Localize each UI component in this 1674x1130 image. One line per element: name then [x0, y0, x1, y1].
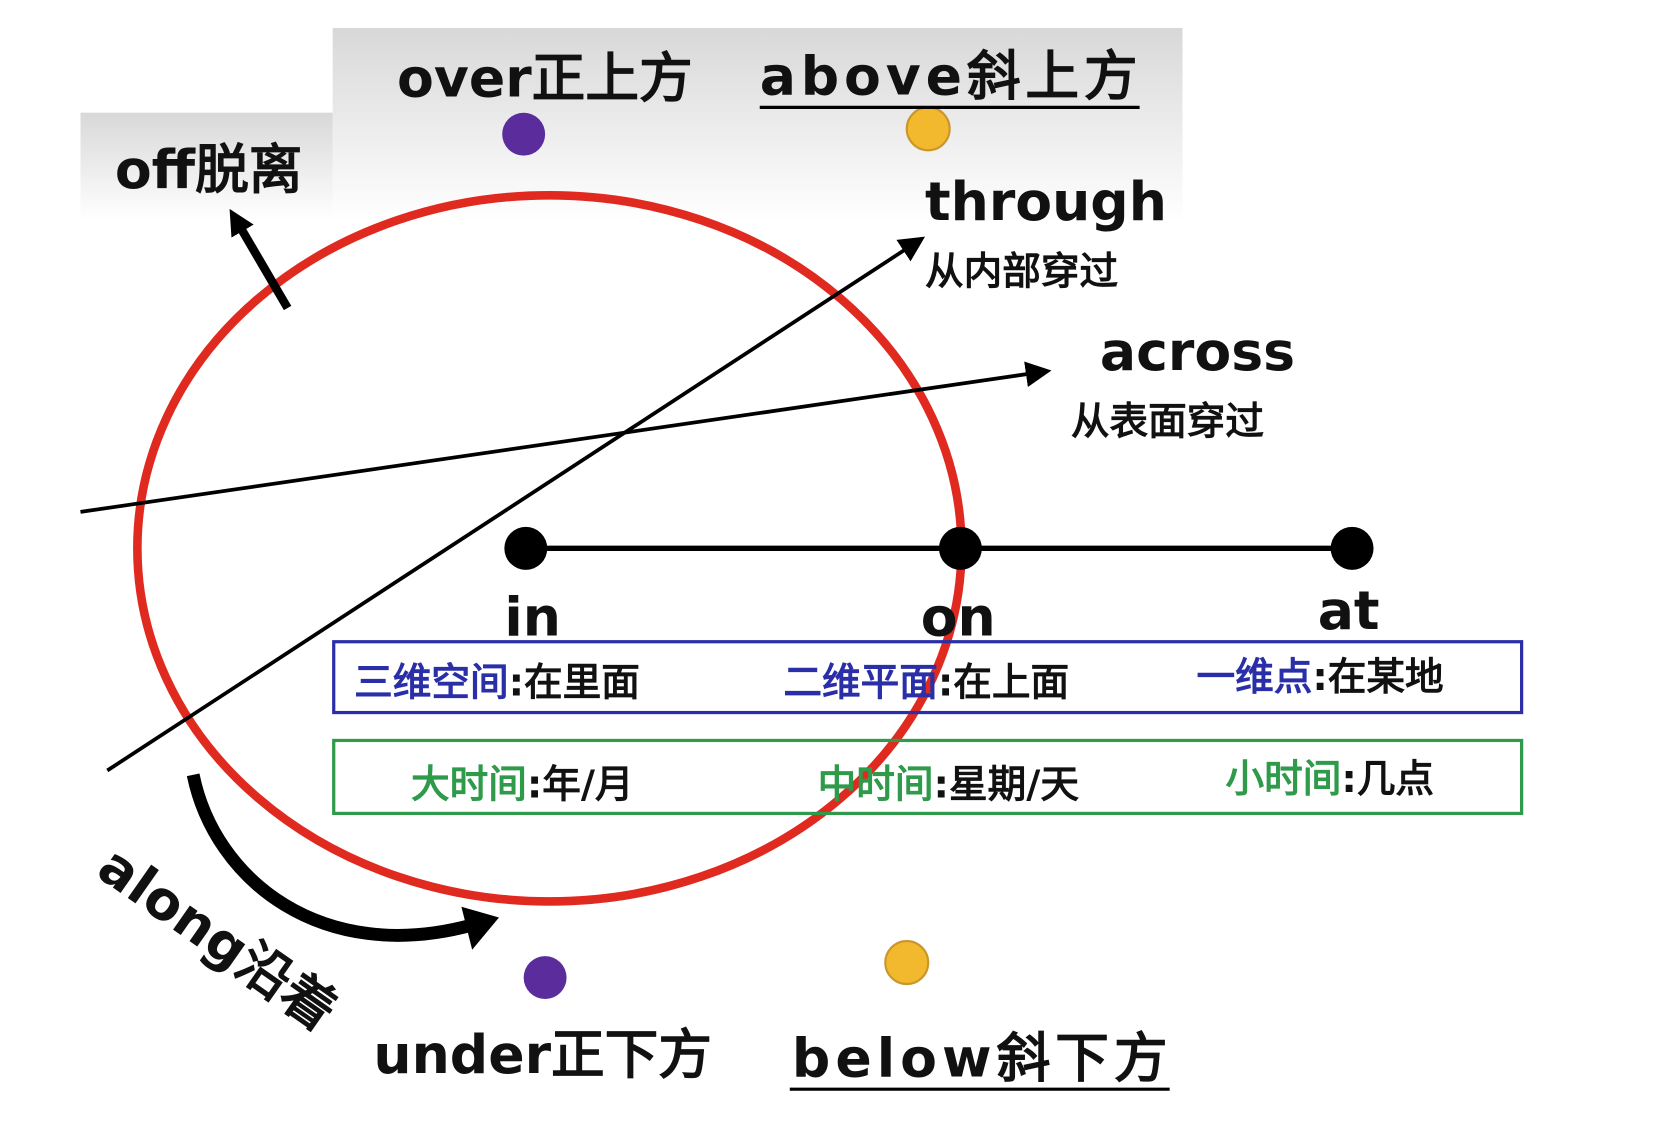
- under-dot: [523, 956, 567, 1000]
- across-label: across: [1100, 320, 1295, 383]
- over-label: over正上方: [397, 47, 693, 110]
- on-dot: [938, 526, 982, 570]
- above-label: above斜上方: [760, 44, 1138, 107]
- space-3d: 三维空间:在里面: [354, 660, 640, 705]
- through-label: through: [925, 170, 1167, 233]
- time-small: 小时间:几点: [1225, 757, 1434, 802]
- over-dot: [502, 112, 546, 156]
- time-big: 大时间:年/月: [411, 762, 634, 807]
- across-cn-label: 从表面穿过: [1071, 400, 1264, 445]
- through-arrow: [106, 236, 926, 773]
- time-mid: 中时间:星期/天: [818, 762, 1080, 807]
- space-2d: 二维平面:在上面: [783, 660, 1069, 705]
- through-cn-label: 从内部穿过: [925, 249, 1119, 294]
- at-label: at: [1318, 579, 1380, 642]
- along-arrow: [186, 773, 474, 942]
- off-shade: [80, 112, 333, 221]
- space-1d: 一维点:在某地: [1196, 655, 1443, 700]
- at-dot: [1330, 526, 1374, 570]
- below-label: below斜下方: [792, 1026, 1168, 1089]
- off-label: off脱离: [115, 138, 303, 201]
- across-arrow: [80, 361, 1052, 514]
- in-dot: [504, 526, 548, 570]
- time-box: 大时间:年/月 中时间:星期/天 小时间:几点: [332, 738, 1524, 816]
- below-dot: [884, 940, 930, 986]
- in-label: in: [504, 585, 561, 648]
- along-label: along沿着: [87, 834, 349, 1044]
- space-box: 三维空间:在里面 二维平面:在上面 一维点:在某地: [332, 640, 1524, 715]
- header-shade: [332, 27, 1183, 222]
- above-dot: [905, 106, 951, 152]
- under-label: under正下方: [373, 1023, 712, 1086]
- off-arrow: [229, 208, 292, 311]
- along-arrowhead: [461, 906, 499, 950]
- on-label: on: [921, 585, 996, 648]
